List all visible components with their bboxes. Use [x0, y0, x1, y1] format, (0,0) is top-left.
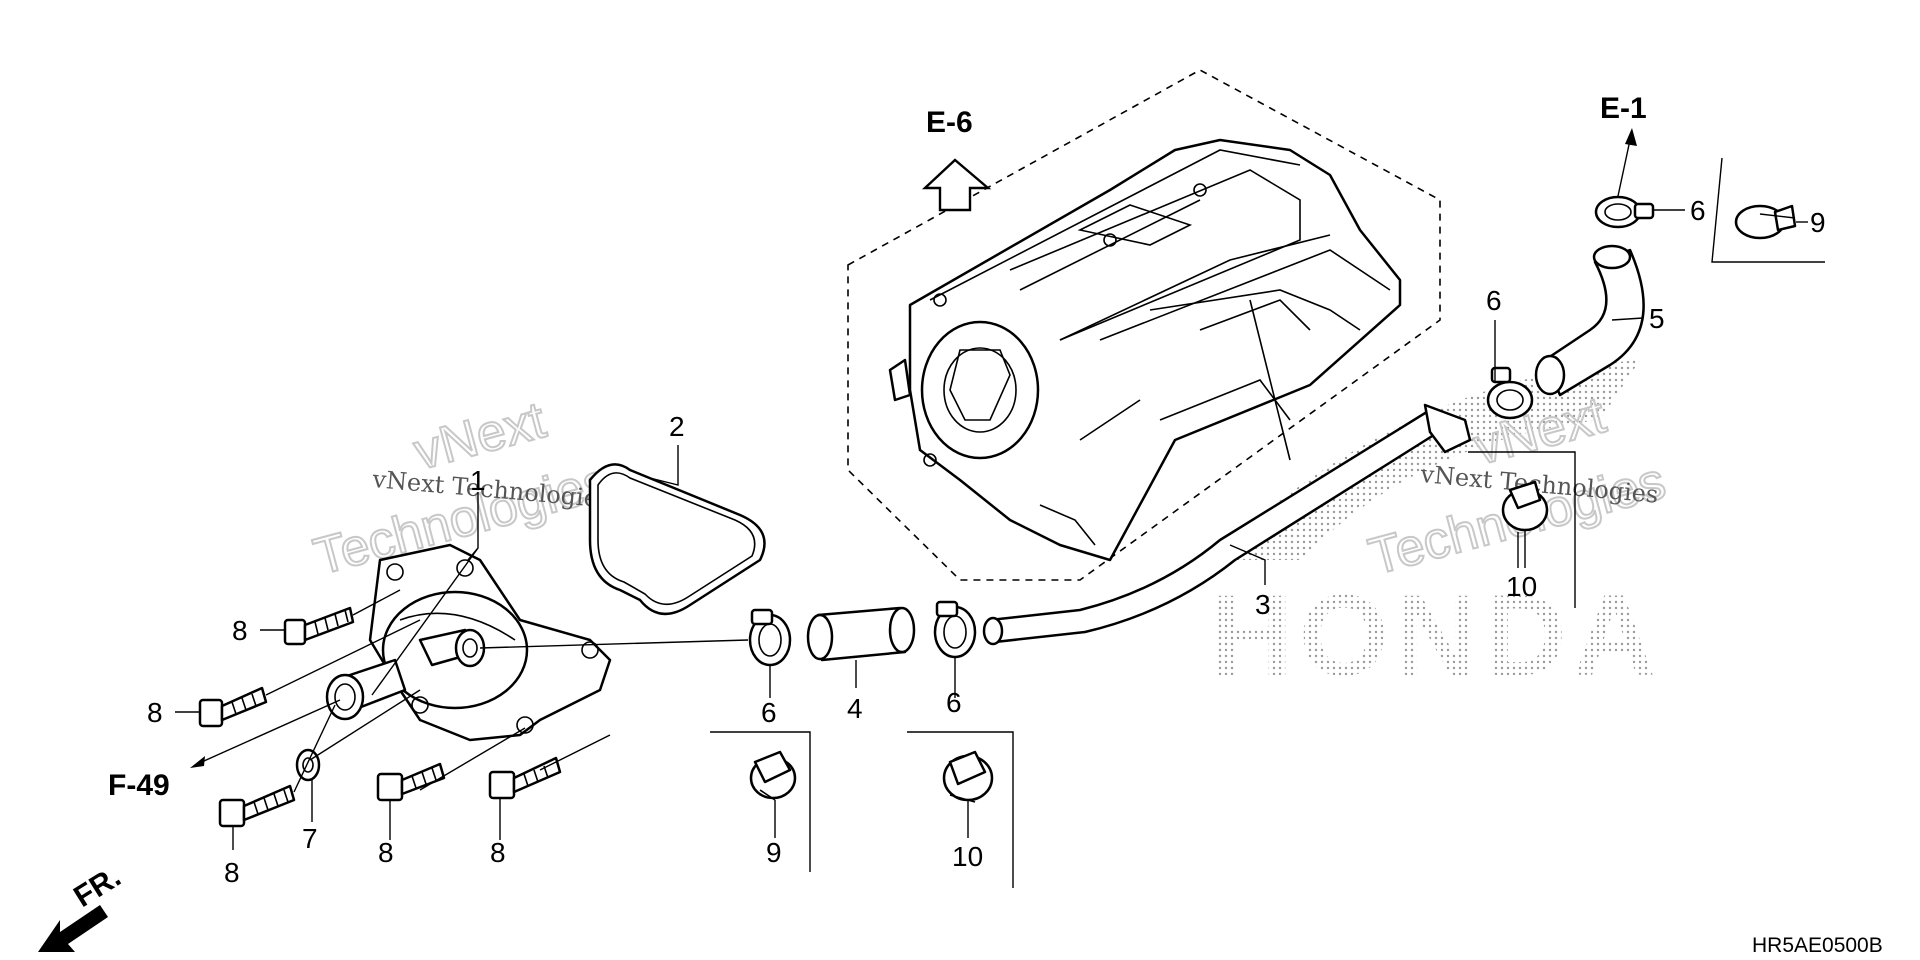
svg-text:HONDA: HONDA — [1210, 572, 1662, 700]
hose-5 — [1534, 244, 1645, 397]
engine-housing — [847, 69, 1441, 581]
callout-5: 5 — [1649, 303, 1665, 334]
clip-box-10-top — [1468, 451, 1576, 608]
callout-1: 1 — [470, 465, 486, 496]
ref-e1: E-1 — [1600, 92, 1647, 125]
flange-bolt — [488, 756, 562, 800]
callout-8: 8 — [224, 857, 240, 888]
hose-clamp — [933, 600, 977, 659]
flange-bolt — [283, 606, 355, 646]
callout-9: 9 — [766, 837, 782, 868]
flange-bolt — [198, 686, 268, 728]
callout-8: 8 — [232, 615, 248, 646]
callout-4: 4 — [847, 693, 863, 724]
callout-labels: 1 2 3 4 5 6 6 6 6 7 8 8 8 8 8 9 9 10 10 — [147, 195, 1826, 888]
callout-6: 6 — [946, 687, 962, 718]
callout-6: 6 — [761, 697, 777, 728]
hose-clamp — [1594, 195, 1655, 229]
hose-4 — [806, 606, 916, 662]
callout-9: 9 — [1810, 207, 1826, 238]
washer — [295, 748, 321, 782]
clip-box-9-top — [1711, 157, 1825, 263]
callout-3: 3 — [1255, 589, 1271, 620]
ref-f49: F-49 — [108, 769, 170, 802]
leader-lines — [175, 128, 1808, 850]
callout-6: 6 — [1690, 195, 1706, 226]
callout-6: 6 — [1486, 285, 1502, 316]
callout-8: 8 — [147, 697, 163, 728]
flange-bolt — [376, 762, 446, 802]
callout-10: 10 — [1506, 571, 1537, 602]
callout-2: 2 — [669, 411, 685, 442]
callout-8: 8 — [490, 837, 506, 868]
flange-bolt — [218, 784, 296, 828]
water-pump-cover — [325, 543, 612, 742]
callout-7: 7 — [302, 823, 318, 854]
watermark-honda: HONDA — [1210, 360, 1662, 700]
reference-labels: E-6 E-1 F-49 FR. — [68, 92, 1646, 914]
ref-front: FR. — [68, 860, 126, 914]
ref-e6: E-6 — [926, 106, 973, 139]
direction-arrow-icon — [921, 158, 992, 212]
clip-box-9-bottom — [710, 731, 811, 872]
hose-clamp — [748, 608, 792, 667]
diagram-code: HR5AE0500B — [1752, 934, 1883, 957]
callout-8: 8 — [378, 837, 394, 868]
front-arrow-icon — [38, 905, 108, 952]
callout-10: 10 — [952, 841, 983, 872]
hose-clamp — [1486, 366, 1534, 420]
o-ring — [588, 463, 766, 615]
pipe-3 — [982, 403, 1472, 646]
